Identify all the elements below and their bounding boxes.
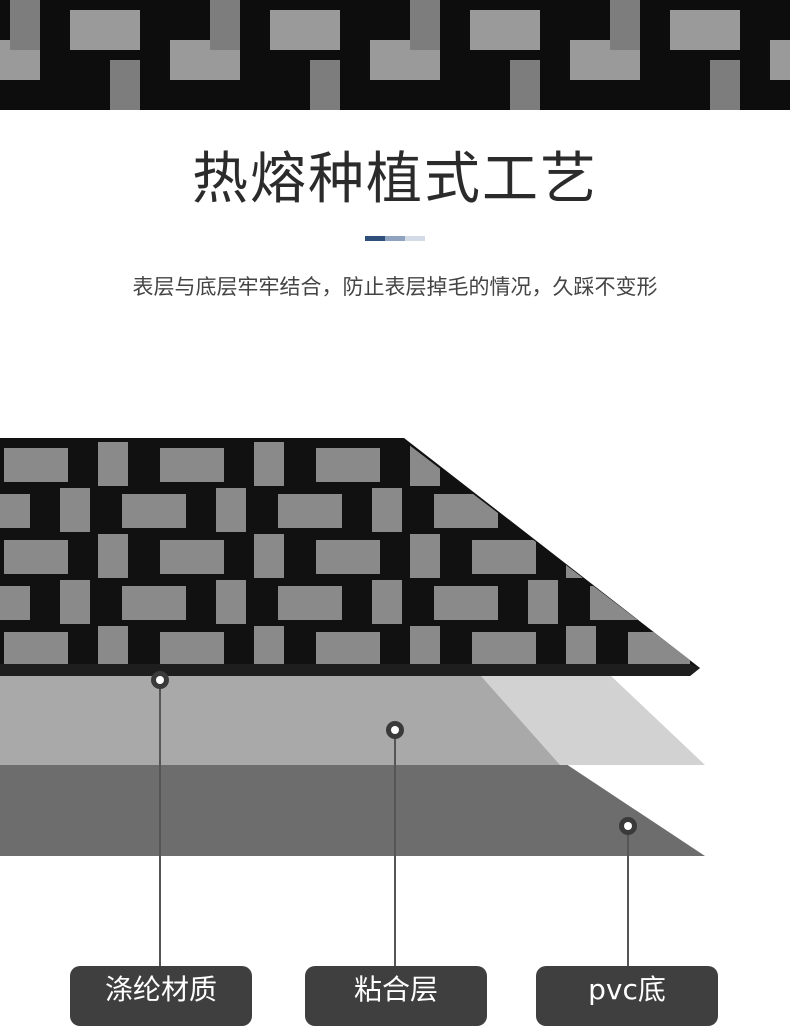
mat-tile	[628, 448, 690, 482]
mat-tile	[160, 540, 224, 574]
mat-tile	[254, 442, 284, 486]
mat-tile	[746, 494, 790, 528]
mat-tile	[60, 580, 90, 624]
mat-tile	[0, 494, 30, 528]
mat-tile	[684, 580, 690, 624]
mat-tile	[722, 442, 752, 486]
mat-tile	[122, 586, 186, 620]
mat-tile	[98, 626, 128, 670]
title-accent-bar	[365, 236, 425, 241]
pointer-dot-polyester-center	[156, 676, 164, 684]
accent-segment-dark	[365, 236, 385, 241]
mat-tile	[316, 448, 380, 482]
mat-tile	[628, 540, 690, 574]
mat-tile	[528, 488, 558, 532]
hero-tile	[310, 60, 340, 110]
hero-tile	[510, 60, 540, 110]
label-adhesive: 粘合层	[305, 966, 487, 1026]
mat-tile	[410, 534, 440, 578]
pvc-layer	[0, 760, 705, 856]
mat-tile	[684, 488, 690, 532]
mat-tile	[784, 448, 790, 482]
pointer-dot-pvc-center	[624, 822, 632, 830]
hero-tile	[270, 10, 340, 50]
accent-segment-light	[405, 236, 425, 241]
mat-tile	[434, 494, 498, 528]
section-subtitle: 表层与底层牢牢结合，防止表层掉毛的情况，久踩不变形	[132, 275, 658, 299]
mat-tile	[278, 586, 342, 620]
mat-tile	[316, 632, 380, 666]
section-title: 热熔种植式工艺	[192, 147, 598, 212]
hero-tile	[610, 0, 640, 50]
hero-tile	[210, 0, 240, 50]
mat-tile	[566, 534, 596, 578]
mat-tile	[122, 494, 186, 528]
hero-tile	[470, 10, 540, 50]
mat-tile	[60, 488, 90, 532]
mat-tile	[254, 534, 284, 578]
hero-tile	[710, 60, 740, 110]
mat-tile	[590, 586, 654, 620]
mat-tile	[254, 626, 284, 670]
mat-tile	[98, 534, 128, 578]
mat-tile	[316, 540, 380, 574]
hero-carpet-photo	[0, 0, 790, 110]
mat-tile	[278, 494, 342, 528]
layer-diagram	[0, 420, 790, 1000]
mat-tile	[410, 626, 440, 670]
mat-tile	[216, 488, 246, 532]
hero-tile	[410, 0, 440, 50]
mat-tile	[784, 632, 790, 666]
mat-edge	[0, 664, 700, 676]
mat-tile	[590, 494, 654, 528]
mat-tile	[434, 586, 498, 620]
hero-tile	[670, 10, 740, 50]
label-polyester: 涤纶材质	[70, 966, 252, 1026]
mat-tile	[4, 540, 68, 574]
mat-tile	[160, 632, 224, 666]
mat-tile	[372, 488, 402, 532]
mat-tile	[4, 632, 68, 666]
mat-tile	[160, 448, 224, 482]
layer-stack-illustration	[0, 438, 790, 980]
mat-tile	[746, 586, 790, 620]
hero-tile	[110, 60, 140, 110]
mat-tile	[628, 632, 690, 666]
mat-tile	[566, 442, 596, 486]
adhesive-layer-shade	[0, 675, 560, 765]
mat-tile	[722, 626, 752, 670]
hero-tile	[70, 10, 140, 50]
hero-tile	[770, 40, 790, 80]
accent-segment-mid	[385, 236, 405, 241]
hero-pattern	[0, 0, 790, 110]
mat-tile	[216, 580, 246, 624]
pointer-dot-adhesive-center	[391, 726, 399, 734]
mat-tile	[528, 580, 558, 624]
mat-tile	[4, 448, 68, 482]
mat-tile	[566, 626, 596, 670]
label-pvc: pvc底	[536, 966, 718, 1026]
mat-tile	[784, 540, 790, 574]
mat-tile	[472, 448, 536, 482]
mat-tile	[472, 540, 536, 574]
mat-tile	[472, 632, 536, 666]
mat-tile	[0, 586, 30, 620]
mat-tile	[98, 442, 128, 486]
mat-tile	[372, 580, 402, 624]
mat-tile	[722, 534, 752, 578]
hero-tile	[10, 0, 40, 50]
